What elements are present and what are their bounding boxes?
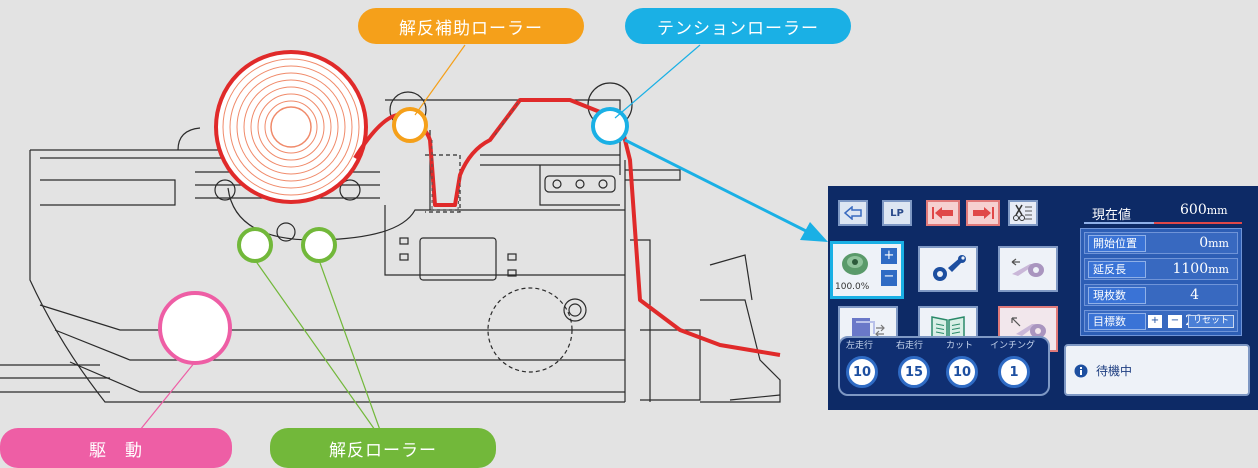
current-value-unit: mm [1206,204,1228,217]
lp-button[interactable]: LP [882,200,912,226]
cut-dial[interactable]: 10 [946,356,978,388]
move-right-button[interactable] [966,200,1000,226]
unwind-roller-left-marker [237,227,273,263]
scissors-icon [1013,204,1032,221]
unwind-roller-label: 解反ローラー [270,428,496,468]
speed-minus-button[interactable]: − [881,270,897,286]
tension-roller-label: テンションローラー [625,8,851,44]
current-value-underline [1084,222,1154,224]
reset-button[interactable]: リセット [1188,315,1234,328]
roll-unwind-icon [1011,258,1044,277]
speed-percent: 100.0% [835,282,870,292]
cut-list-button[interactable] [1008,200,1038,226]
drive-marker [158,291,232,365]
arrow-head-icon [800,222,828,242]
current-count-value: 4 [1190,287,1199,303]
speed-plus-button[interactable]: + [881,248,897,264]
start-position-value[interactable]: 0mm [1199,235,1229,251]
current-value-label: 現在値 [1092,208,1132,223]
spread-length-row: 延反長 1100mm [1084,258,1238,280]
count-minus-button[interactable]: − [1168,315,1182,328]
info-icon [1074,364,1088,378]
current-value-red-underline [1154,222,1242,224]
inching-dial[interactable]: 1 [998,356,1030,388]
target-count-label: 目標数 [1088,313,1146,330]
gear-wrench-icon [933,255,966,281]
inching-label: インチング [990,341,1036,351]
right-travel-dial[interactable]: 15 [898,356,930,388]
current-count-row: 現枚数 4 [1084,284,1238,306]
machine-body [0,82,781,403]
current-value-number: 600 [1180,202,1207,218]
assist-roller-marker [392,107,428,143]
fold-transfer-icon [852,318,885,340]
spread-length-label: 延反長 [1088,261,1146,278]
status-text: 待機中 [1096,364,1133,378]
assist-roller-label: 解反補助ローラー [358,8,584,44]
left-arrow-icon [932,207,953,219]
left-travel-label: 左走行 [846,341,874,351]
roll-speed-icon [842,253,868,275]
current-value: 600mm [1180,202,1228,218]
spread-length-value[interactable]: 1100mm [1172,261,1229,277]
tension-roller-marker [591,107,629,145]
right-arrow-icon [973,207,994,219]
status-box: 待機中 [1064,344,1250,396]
start-position-row: 開始位置 0mm [1084,232,1238,254]
roll-rewind-icon [1011,317,1046,338]
start-position-label: 開始位置 [1088,235,1146,252]
back-button[interactable] [838,200,868,226]
drive-label: 駆 動 [0,428,232,468]
count-plus-button[interactable]: + [1148,315,1162,328]
control-panel: LP + − 100.0% [828,186,1258,410]
speed-control: + − 100.0% [830,241,904,299]
settings-button[interactable] [918,246,978,292]
cut-label: カット [946,341,974,351]
left-travel-dial[interactable]: 10 [846,356,878,388]
fabric-roll [214,50,368,204]
back-arrow-icon [843,206,862,220]
unwind-roller-right-marker [301,227,337,263]
current-count-label: 現枚数 [1088,287,1146,304]
roll-out-button[interactable] [998,246,1058,292]
right-travel-label: 右走行 [896,341,924,351]
move-left-button[interactable] [926,200,960,226]
